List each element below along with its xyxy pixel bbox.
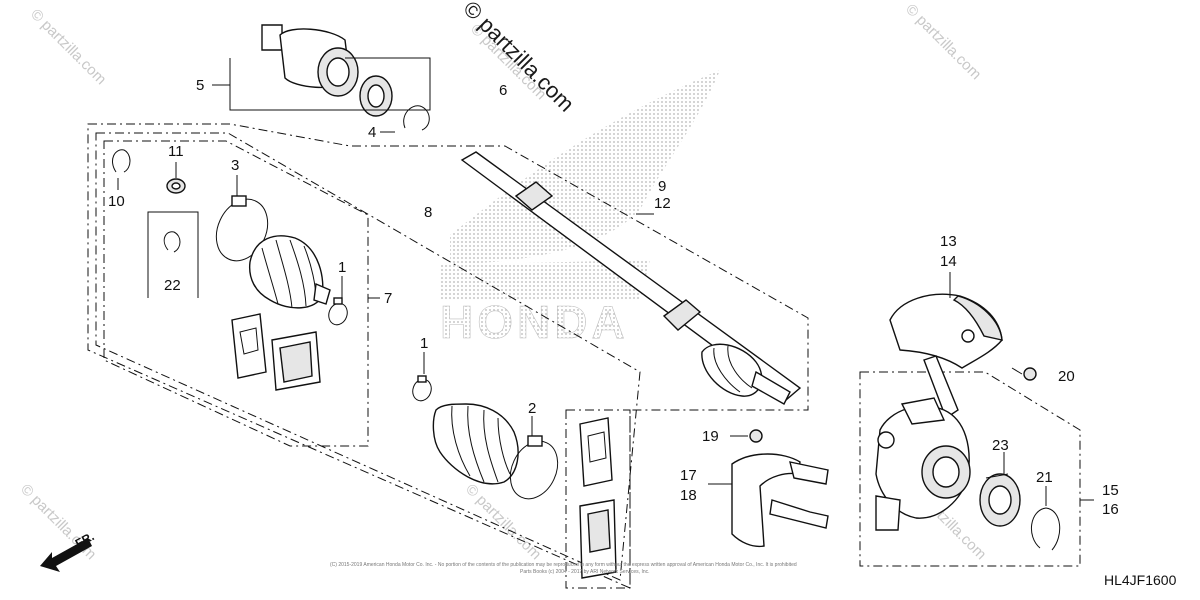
- part-11-ring: [166, 178, 186, 194]
- watermark-tile: © partzilla.com: [27, 6, 109, 88]
- watermark-tile: © partzilla.com: [462, 481, 544, 563]
- honda-logo-text: HONDA: [440, 296, 629, 348]
- callout-16: 16: [1102, 501, 1119, 518]
- callout-22: 22: [164, 277, 181, 294]
- part-1-clamp-b: [412, 375, 432, 402]
- part-21-circlip: [1031, 507, 1061, 551]
- callout-2: 2: [528, 400, 536, 417]
- callout-21: 21: [1036, 469, 1053, 486]
- watermark-tile: © partzilla.com: [902, 1, 984, 83]
- part-6-bearing-cage: [359, 75, 393, 117]
- part-1-clamp-a: [328, 297, 348, 326]
- copyright-line-1: (C) 2015-2019 American Honda Motor Co. I…: [330, 562, 797, 568]
- callout-9: 9: [658, 178, 666, 195]
- callout-14: 14: [940, 253, 957, 270]
- callout-4: 4: [368, 124, 376, 141]
- callout-20: 20: [1058, 368, 1075, 385]
- part-9-driveshaft: [460, 151, 802, 405]
- part-8-boot: [432, 403, 519, 485]
- part-13-guard: [889, 293, 1003, 420]
- watermark-main: © partzilla.com: [458, 0, 579, 117]
- part-22-clip: [163, 231, 181, 253]
- callout-6: 6: [499, 82, 507, 99]
- callout-8: 8: [424, 204, 432, 221]
- grease-packs-b: [579, 417, 617, 579]
- part-10-clip: [112, 149, 131, 173]
- assembly-outlines: [87, 123, 1081, 589]
- front-direction-indicator: FR.: [40, 529, 96, 572]
- callouts: 5 6 4 10 11 3 22 1 7 8 9 12 1 2 13 14 20…: [108, 77, 1119, 518]
- knuckle: [875, 397, 971, 531]
- callout-12: 12: [654, 195, 671, 212]
- part-20-bolt: [1011, 367, 1037, 381]
- front-arrow-icon: [40, 538, 92, 572]
- callout-7: 7: [384, 290, 392, 307]
- callout-10: 10: [108, 193, 125, 210]
- callout-19: 19: [702, 428, 719, 445]
- part-17-skid: [731, 453, 829, 548]
- part-23-bearing: [979, 473, 1021, 527]
- callout-11: 11: [168, 143, 184, 160]
- copyright-line-2: Parts Books (c) 2004 - 2017 by ARI Netwo…: [520, 569, 650, 575]
- part-2-band: [509, 435, 559, 500]
- callout-1a: 1: [338, 259, 346, 276]
- callout-17: 17: [680, 467, 697, 484]
- callout-5: 5: [196, 77, 204, 94]
- callout-1b: 1: [420, 335, 428, 352]
- watermark-tile: © partzilla.com: [17, 481, 99, 563]
- callout-13: 13: [940, 233, 957, 250]
- part-4-circlip: [403, 105, 430, 131]
- part-5-joint-housing: [261, 24, 359, 97]
- callout-18: 18: [680, 487, 697, 504]
- grease-packs-a: [231, 313, 321, 391]
- diagram-code: HL4JF1600: [1104, 572, 1177, 588]
- honda-wing-logo: HONDA: [440, 70, 720, 348]
- callout-15: 15: [1102, 482, 1119, 499]
- callout-23: 23: [992, 437, 1009, 454]
- part-19-bolt: [730, 429, 763, 443]
- part-7-boot: [248, 235, 331, 309]
- callout-3: 3: [231, 157, 239, 174]
